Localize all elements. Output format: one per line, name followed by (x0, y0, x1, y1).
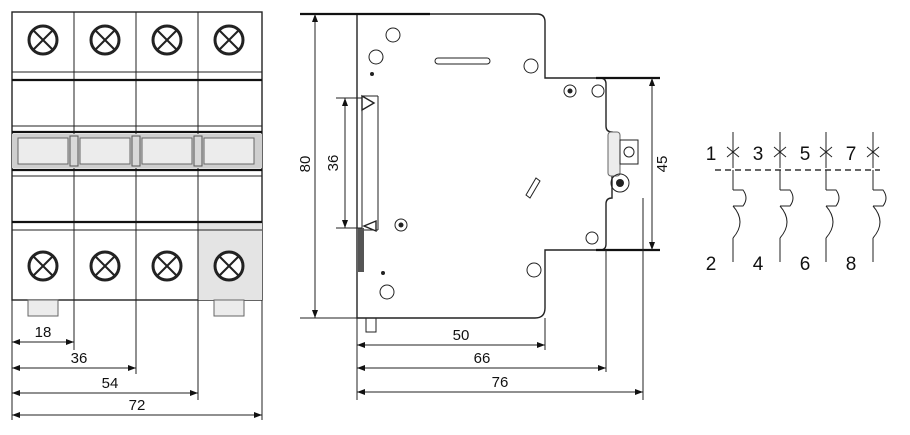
dim-80: 80 (297, 156, 314, 173)
terminal-label: 1 (706, 144, 717, 165)
terminal-label: 8 (846, 254, 857, 275)
screw-icon (213, 24, 245, 56)
din-clip (213, 299, 245, 317)
terminal-label: 6 (800, 254, 811, 275)
screw-icon (151, 24, 183, 56)
pole-contact (773, 132, 794, 262)
pole-contact (726, 132, 747, 262)
dim-45: 45 (654, 156, 671, 173)
screw-icon (27, 250, 59, 282)
side-view: 80 36 45 50 66 76 (297, 12, 671, 400)
terminal-label: 2 (706, 254, 717, 275)
terminal-label: 5 (800, 144, 811, 165)
dim-54: 54 (102, 375, 119, 392)
terminal-label: 4 (753, 254, 764, 275)
dim-66: 66 (474, 350, 491, 367)
dim-72: 72 (129, 397, 146, 414)
dim-50: 50 (453, 327, 470, 344)
wiring-schematic: 1 3 5 7 2 4 6 8 (706, 132, 887, 275)
dim-36-side: 36 (325, 155, 342, 172)
dim-76: 76 (492, 374, 509, 391)
terminal-label: 7 (846, 144, 857, 165)
din-clip (27, 299, 59, 317)
screw-icon (213, 250, 245, 282)
dim-18: 18 (35, 324, 52, 341)
pole-contact (866, 132, 887, 262)
pole-contact (819, 132, 840, 262)
terminal-label: 3 (753, 144, 764, 165)
screw-icon (151, 250, 183, 282)
side-housing (356, 13, 613, 319)
screw-icon (27, 24, 59, 56)
screw-icon (89, 250, 121, 282)
front-view: 18 36 54 72 (11, 11, 263, 420)
dim-36: 36 (71, 350, 88, 367)
screw-icon (89, 24, 121, 56)
